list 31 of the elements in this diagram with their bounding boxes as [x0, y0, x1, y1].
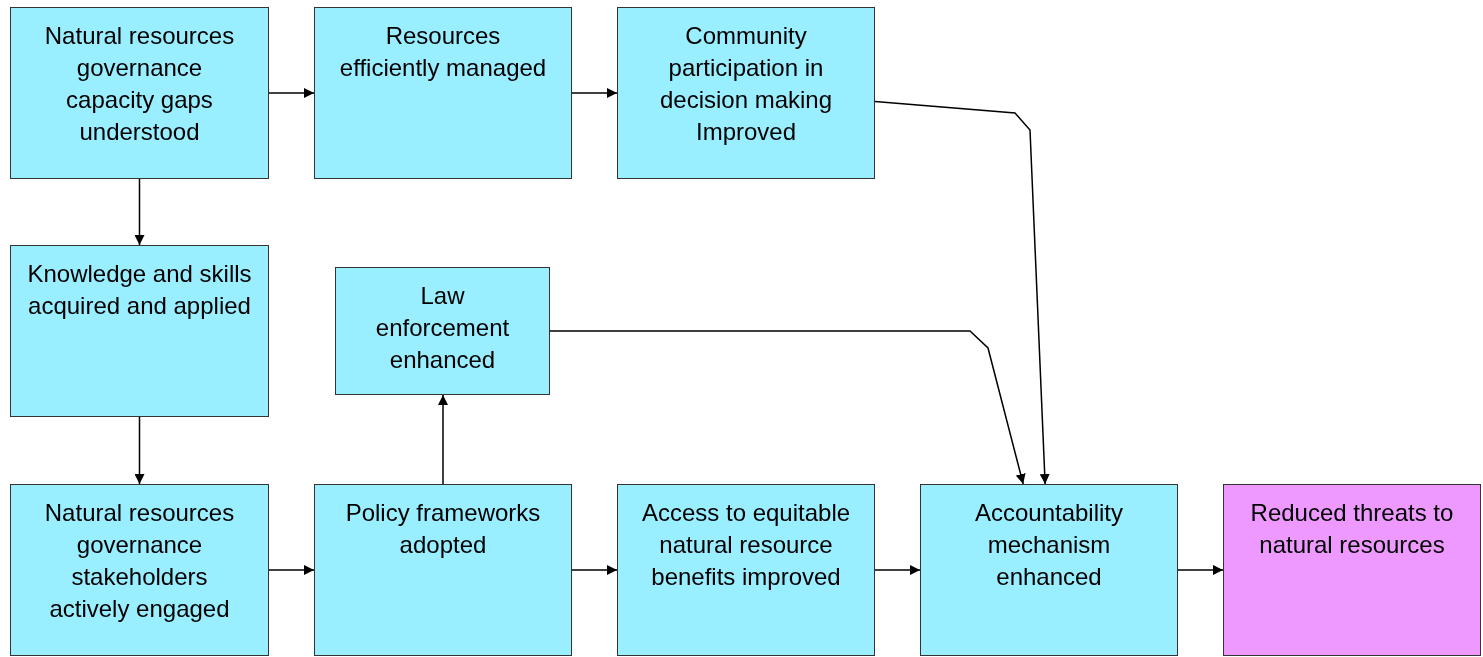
arrow [134, 178, 145, 246]
arrow [268, 88, 315, 98]
process-box [617, 484, 875, 656]
process-box [10, 7, 269, 179]
arrow [134, 416, 145, 485]
process-box [920, 484, 1178, 656]
node-label: Natural resources governance capacity gaps understood [43, 21, 236, 147]
node-label: Resources efficiently managed [338, 21, 548, 83]
arrow [571, 565, 618, 575]
node-label: Natural resources governance stakeholders actively engaged [43, 498, 236, 624]
arrow [874, 100, 1050, 485]
node-label: Knowledge and skills acquired and applied [26, 259, 253, 321]
process-box [10, 245, 269, 417]
node-label: Law enforcement enhanced [374, 281, 511, 375]
process-box [617, 7, 875, 179]
arrow [571, 88, 618, 98]
arrow [549, 330, 1026, 485]
arrow [1177, 565, 1224, 575]
arrow [874, 565, 921, 575]
node-label: Community participation in decision making Improved [658, 21, 834, 147]
node-label: Policy frameworks adopted [344, 498, 542, 560]
process-box [335, 267, 550, 395]
arrow [268, 565, 315, 575]
arrow [438, 394, 448, 485]
node-label: Access to equitable natural resource benefits improved [640, 498, 852, 592]
process-box [314, 7, 572, 179]
process-box [10, 484, 269, 656]
node-label: Accountability mechanism enhanced [973, 498, 1125, 592]
node-label: Reduced threats to natural resources [1249, 498, 1455, 560]
process-box [1223, 484, 1481, 656]
process-box [314, 484, 572, 656]
